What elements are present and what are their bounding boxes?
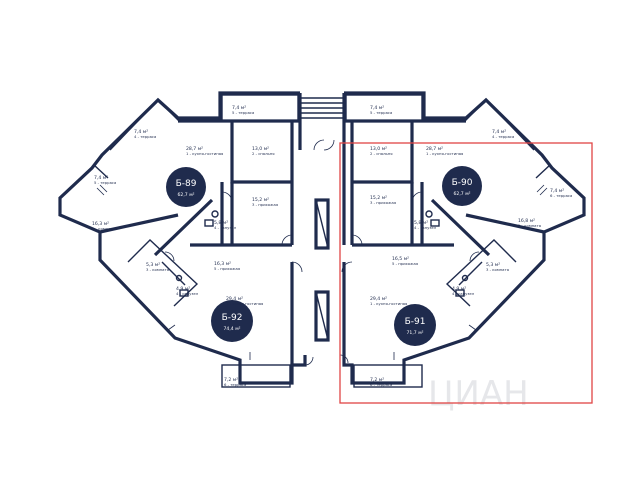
room-area-r91-bath: 4,9 м²	[452, 286, 466, 292]
room-area-r89-hall: 15,2 м²	[252, 197, 269, 203]
room-name-r90-bedroom: 2 - спальня	[370, 151, 393, 156]
room-name-r90-hall: 3 - прихожая	[370, 200, 396, 205]
room-name-r92-kitchen: 1 - кухня-гостиная	[226, 301, 263, 306]
room-name-r89-kitchen: 1 - кухня-гостиная	[186, 151, 223, 156]
room-area-r89-kitchen: 28,7 м²	[186, 146, 203, 152]
room-name-r92-room: 2 - комната	[92, 226, 115, 231]
room-area-r90-terr-ne: 7,4 м²	[492, 129, 506, 135]
room-area-r89-terr-w: 7,4 м²	[94, 175, 108, 181]
apartment-title: Б-92	[222, 313, 243, 323]
watermark-text: ЦИАН	[428, 374, 529, 414]
room-name-r89-terr-w: 5 - терраса	[94, 180, 116, 185]
room-name-r89-bedroom: 2 - спальня	[252, 151, 275, 156]
room-name-r89-bath: 4 - санузел	[214, 225, 237, 230]
room-name-r91-hall: 5 - прихожая	[392, 261, 418, 266]
room-name-r90-terr-top: 5 - терраса	[370, 110, 392, 115]
room-name-r91-room: 2 - комната	[518, 223, 541, 228]
room-area-r92-room3: 5,3 м²	[146, 262, 160, 268]
room-name-r90-terr-e: 6 - терраса	[550, 193, 572, 198]
room-area-r89-terr-nw: 7,4 м²	[134, 129, 148, 135]
apartment-area: 62,7 м²	[178, 192, 195, 198]
room-area-r90-hall: 15,2 м²	[370, 195, 387, 201]
room-name-r91-kitchen: 1 - кухня-гостиная	[370, 301, 407, 306]
room-area-r92-room: 16,3 м²	[92, 221, 109, 227]
room-area-r89-bath: 5,8 м²	[214, 220, 228, 226]
room-area-r89-terr-top: 7,4 м²	[232, 105, 246, 111]
room-area-r92-kitchen: 29,4 м²	[226, 296, 243, 302]
room-name-r91-bath: 4 - санузел	[452, 291, 475, 296]
apartment-badge-b90[interactable]: Б-90 62,7 м²	[442, 166, 482, 206]
room-name-r90-kitchen: 1 - кухня-гостиная	[426, 151, 463, 156]
room-area-r91-room3: 5,3 м²	[486, 262, 500, 268]
room-area-r92-terr: 7,2 м²	[224, 377, 238, 383]
room-name-r92-terr: 6 - терраса	[224, 382, 246, 387]
room-area-r91-hall: 16,5 м²	[392, 256, 409, 262]
apartment-title: Б-91	[405, 317, 426, 327]
room-name-r92-hall: 5 - прихожая	[214, 266, 240, 271]
room-name-r91-room3: 3 - комната	[486, 267, 509, 272]
room-name-r90-terr-ne: 4 - терраса	[492, 134, 514, 139]
apartment-badge-b89[interactable]: Б-89 62,7 м²	[166, 167, 206, 207]
room-name-r91-terr: 6 - терраса	[370, 382, 392, 387]
apartment-title: Б-89	[176, 179, 197, 189]
room-area-r90-terr-e: 7,4 м²	[550, 188, 564, 194]
room-area-r92-hall: 16,3 м²	[214, 261, 231, 267]
room-area-r91-kitchen: 29,4 м²	[370, 296, 387, 302]
room-name-r89-terr-top: 5 - терраса	[232, 110, 254, 115]
apartment-badge-b91[interactable]: Б-91 71,7 м²	[394, 304, 436, 346]
selection-highlight	[339, 142, 593, 404]
room-area-r90-terr-top: 7,4 м²	[370, 105, 384, 111]
apartment-title: Б-90	[452, 178, 473, 188]
room-area-r91-room: 16,8 м²	[518, 218, 535, 224]
apartment-area: 71,7 м²	[407, 330, 424, 336]
apartment-area: 62,7 м²	[454, 191, 471, 197]
room-name-r90-bath: 4 - санузел	[414, 225, 437, 230]
room-name-r92-bath: 4 - санузел	[176, 291, 199, 296]
left-wing-walls	[58, 91, 307, 388]
apartment-badge-b92[interactable]: Б-92 74,4 м²	[211, 300, 253, 342]
room-name-r89-hall: 3 - прихожая	[252, 202, 278, 207]
room-area-r90-bath: 5,8 м²	[414, 220, 428, 226]
right-wing-walls	[341, 91, 586, 388]
central-core	[298, 93, 349, 366]
room-area-r92-bath: 4,9 м²	[176, 286, 190, 292]
room-area-r90-kitchen: 28,7 м²	[426, 146, 443, 152]
room-area-r90-bedroom: 13,0 м²	[370, 146, 387, 152]
room-area-r91-terr: 7,2 м²	[370, 377, 384, 383]
room-name-r89-terr-nw: 4 - терраса	[134, 134, 156, 139]
room-name-r92-room3: 3 - комната	[146, 267, 169, 272]
room-area-r89-bedroom: 13,0 м²	[252, 146, 269, 152]
apartment-area: 74,4 м²	[224, 326, 241, 332]
